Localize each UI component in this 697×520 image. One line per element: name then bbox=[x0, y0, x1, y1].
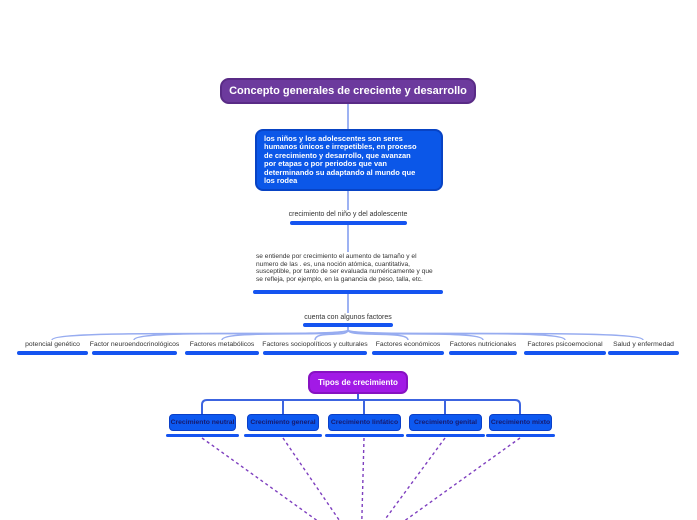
type-node-genital[interactable]: Crecimiento genital bbox=[409, 414, 482, 431]
type-node-underline bbox=[166, 434, 239, 437]
growth-topic-label[interactable]: crecimiento del niño y del adolescente bbox=[288, 211, 408, 218]
factor-label: Factor neuroendocrinológicos bbox=[89, 341, 180, 348]
growth-definition-underline bbox=[253, 290, 443, 294]
factor-item[interactable]: potencial genético bbox=[17, 341, 88, 355]
factor-label: Factores nutricionales bbox=[449, 341, 517, 348]
factor-item[interactable]: Factor neuroendocrinológicos bbox=[89, 341, 180, 355]
type-node-mixto[interactable]: Crecimiento mixto bbox=[489, 414, 552, 431]
type-node-underline bbox=[244, 434, 322, 437]
type-node-linfatico[interactable]: Crecimiento linfático bbox=[328, 414, 401, 431]
type-node-underline bbox=[406, 434, 485, 437]
factor-item[interactable]: Factores sociopolíticos y culturales bbox=[262, 341, 368, 355]
factor-underline bbox=[185, 351, 259, 355]
factor-item[interactable]: Factores nutricionales bbox=[449, 341, 517, 355]
intro-description-node[interactable]: los niños y los adolescentes son seres h… bbox=[255, 129, 443, 191]
type-node-neutral[interactable]: Crecimiento neutral bbox=[169, 414, 236, 431]
types-dashed-connector bbox=[201, 437, 521, 520]
factor-underline bbox=[263, 351, 367, 355]
factor-underline bbox=[17, 351, 88, 355]
factor-item[interactable]: Factores metabólicos bbox=[185, 341, 259, 355]
factors-topic-label[interactable]: cuenta con algunos factores bbox=[304, 314, 392, 321]
factor-underline bbox=[608, 351, 679, 355]
factor-label: Factores metabólicos bbox=[189, 341, 255, 348]
factor-label: Factores psicoemocional bbox=[527, 341, 603, 348]
factor-underline bbox=[372, 351, 444, 355]
types-bracket-connector bbox=[201, 394, 521, 414]
factors-fan-connector bbox=[51, 329, 644, 341]
factor-item[interactable]: Factores económicos bbox=[372, 341, 444, 355]
factor-label: Salud y enfermedad bbox=[613, 341, 674, 348]
types-topic-node[interactable]: Tipos de crecimiento bbox=[308, 371, 408, 394]
type-node-underline bbox=[325, 434, 404, 437]
factor-label: Factores económicos bbox=[375, 341, 441, 348]
growth-definition-text[interactable]: se entiende por crecimiento el aumento d… bbox=[256, 253, 433, 283]
factor-label: potencial genético bbox=[25, 341, 80, 348]
growth-topic-underline bbox=[290, 221, 407, 225]
factor-item[interactable]: Salud y enfermedad bbox=[608, 341, 679, 355]
factor-underline bbox=[524, 351, 606, 355]
type-node-general[interactable]: Crecimiento general bbox=[247, 414, 319, 431]
type-node-underline bbox=[486, 434, 555, 437]
factor-label: Factores sociopolíticos y culturales bbox=[262, 341, 368, 348]
factors-topic-underline bbox=[303, 323, 393, 327]
factor-underline bbox=[92, 351, 177, 355]
root-topic-node[interactable]: Concepto generales de creciente y desarr… bbox=[220, 78, 476, 104]
factor-item[interactable]: Factores psicoemocional bbox=[524, 341, 606, 355]
factor-underline bbox=[449, 351, 517, 355]
